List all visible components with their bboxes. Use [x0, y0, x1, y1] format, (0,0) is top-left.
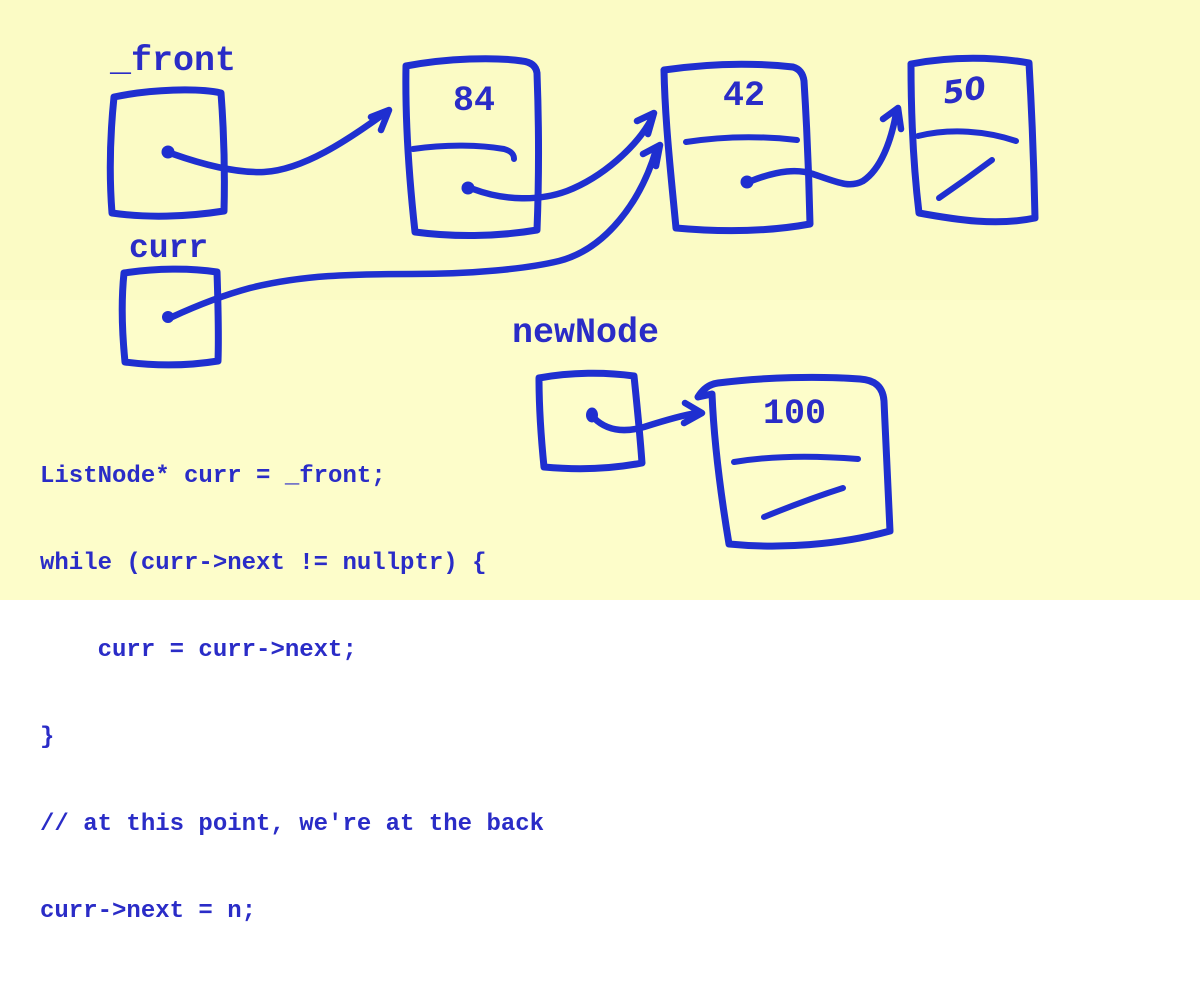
node-50-drawing	[907, 54, 1039, 226]
newnode-pointer-drawing	[535, 369, 706, 473]
newnode-label: newNode	[512, 313, 660, 353]
node-42-next-arrow	[747, 104, 905, 188]
node-100-value: 100	[763, 394, 827, 434]
front-next-arrow	[169, 106, 393, 176]
node-100-null-slash	[761, 485, 846, 520]
node-42-value: 42	[723, 76, 766, 116]
curr-arrow	[168, 141, 664, 321]
node-84-next-arrow	[469, 109, 658, 202]
sketch-strokes	[106, 54, 1039, 550]
node-84-box	[402, 55, 542, 240]
curr-box	[118, 265, 222, 369]
node-42-box	[660, 60, 814, 235]
node-50-null-slash	[936, 157, 995, 201]
whiteboard-sketch: _front curr newNode 84 42 50 100 ListNod…	[0, 0, 1200, 925]
node-50-box	[907, 54, 1039, 226]
curr-pointer-drawing	[118, 141, 664, 369]
front-label: _front	[110, 41, 237, 81]
node-100-divider	[731, 453, 861, 465]
node-84-value: 84	[453, 81, 496, 121]
node-100-drawing	[694, 373, 894, 550]
code-line: while (curr->next != nullptr) {	[40, 550, 487, 577]
newnode-box	[535, 369, 646, 473]
front-pointer-drawing	[106, 86, 393, 220]
code-line: }	[40, 724, 55, 751]
code-line: ListNode* curr = _front;	[40, 463, 386, 490]
node-50-value: 50	[940, 70, 989, 112]
node-84-divider	[410, 142, 517, 162]
node-42-drawing	[660, 60, 905, 235]
node-100-box	[694, 373, 894, 550]
front-box	[106, 86, 228, 220]
code-line: curr->next = n;	[40, 898, 257, 925]
code-snippet: ListNode* curr = _front; while (curr->ne…	[40, 404, 544, 984]
node-42-divider	[683, 134, 800, 145]
curr-label: curr	[129, 230, 209, 267]
newnode-arrow	[590, 399, 706, 434]
node-50-divider	[915, 128, 1019, 144]
node-84-drawing	[402, 55, 658, 240]
code-line: // at this point, we're at the back	[40, 811, 545, 838]
code-line: curr = curr->next;	[40, 637, 357, 664]
